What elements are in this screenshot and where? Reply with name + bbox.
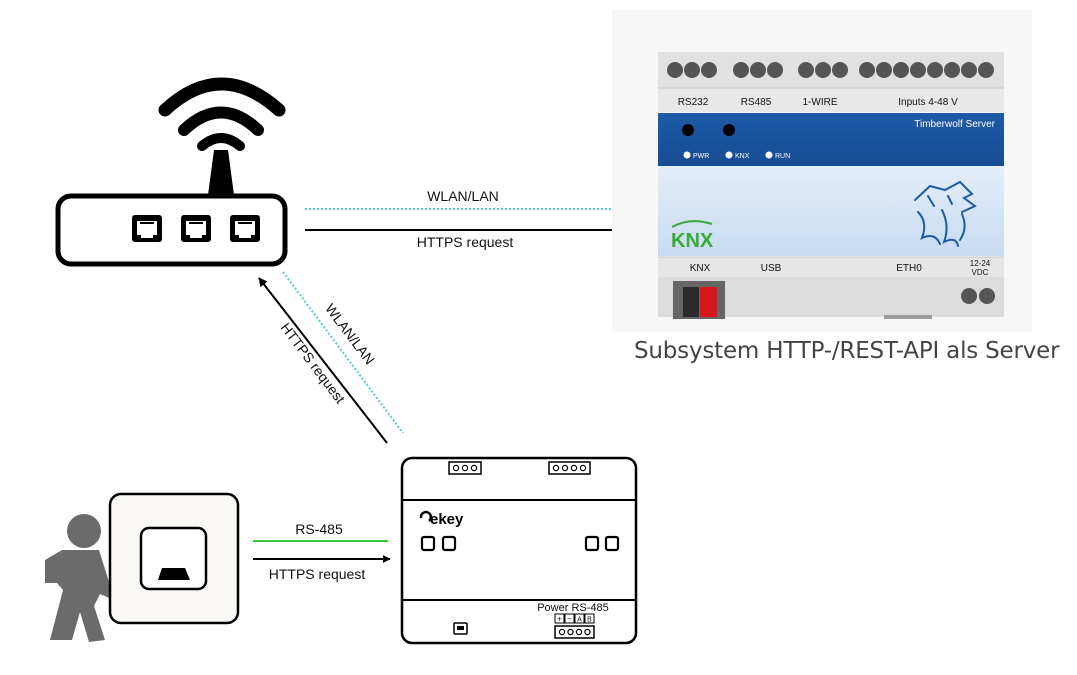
terminal-mark: B	[587, 617, 592, 624]
button-icon	[682, 124, 694, 136]
led-label-knx: KNX	[735, 153, 750, 160]
router-body	[55, 193, 288, 267]
server-name: Timberwolf Server	[914, 119, 995, 130]
ethernet-port-icon	[132, 215, 162, 242]
led-square-icon	[584, 535, 600, 552]
led-icon	[765, 151, 773, 159]
terminal-block	[548, 461, 591, 475]
link-router-server: WLAN/LAN HTTPS request	[305, 188, 637, 250]
port-label-1wire: 1-WIRE	[803, 97, 838, 108]
led-icon	[725, 151, 733, 159]
terminal-mark: −	[567, 615, 572, 624]
port-label-knx: KNX	[690, 263, 711, 274]
ekey-control-unit: ekey Power RS-485 + − A B	[400, 456, 638, 645]
link-ekey-router: WLAN/LAN HTTPS request	[258, 271, 404, 444]
port-label-usb: USB	[761, 263, 782, 274]
knx-logo: KNX	[671, 230, 714, 252]
person-walking-icon	[45, 514, 122, 642]
https-arrow	[258, 277, 388, 444]
ethernet-port-icon	[453, 622, 468, 635]
ethernet-port-icon	[230, 215, 260, 242]
power-terminal-icon	[979, 288, 995, 304]
router	[55, 77, 288, 267]
server-caption: Subsystem HTTP-/REST-API als Server	[634, 338, 1060, 364]
terminal-block	[667, 62, 994, 78]
link-protocol-label: HTTPS request	[417, 234, 514, 250]
link-reader-ekey: RS-485 HTTPS request	[253, 521, 391, 582]
wolf-logo-icon	[914, 180, 977, 247]
wlan-line	[282, 271, 404, 434]
ekey-logo-icon	[419, 510, 433, 522]
terminal-block	[554, 625, 595, 639]
power-rs485-label: Power RS-485	[537, 602, 609, 614]
port-label-inputs: Inputs 4-48 V	[898, 97, 958, 108]
ethernet-port-icon	[181, 215, 211, 242]
finger-slot	[139, 526, 208, 591]
link-medium-label: WLAN/LAN	[322, 301, 378, 368]
server-blue-panel	[658, 113, 1004, 166]
link-protocol-label: HTTPS request	[269, 566, 366, 582]
led-label-run: RUN	[775, 153, 790, 160]
port-label-power-bottom: VDC	[972, 268, 989, 277]
port-label-power-top: 12-24	[970, 259, 991, 268]
led-icon	[683, 151, 691, 159]
sensor-icon	[158, 568, 190, 580]
fingerprint-reader	[108, 492, 240, 625]
terminal-markers: + − A B	[554, 613, 595, 624]
terminal-mark: A	[577, 617, 582, 624]
power-terminal-icon	[961, 288, 977, 304]
ekey-brand: ekey	[430, 511, 464, 528]
router-antenna	[208, 150, 234, 195]
port-label-rs232: RS232	[678, 97, 709, 108]
led-square-icon	[420, 535, 436, 552]
link-protocol-label: HTTPS request	[278, 320, 349, 407]
timberwolf-server: RS232 RS485 1-WIRE Inputs 4-48 V Timberw…	[612, 10, 1032, 332]
knx-logo-swoosh	[671, 220, 713, 228]
link-medium-label: RS-485	[295, 521, 343, 537]
led-square-icon	[604, 535, 620, 552]
wifi-icon	[158, 77, 286, 151]
link-medium-label: WLAN/LAN	[427, 188, 499, 204]
led-square-icon	[441, 535, 457, 552]
port-label-eth0: ETH0	[896, 263, 922, 274]
terminal-block	[448, 461, 482, 475]
button-icon	[723, 124, 735, 136]
led-label-pwr: PWR	[693, 153, 709, 160]
terminal-mark: +	[557, 615, 562, 624]
port-label-rs485: RS485	[741, 97, 772, 108]
